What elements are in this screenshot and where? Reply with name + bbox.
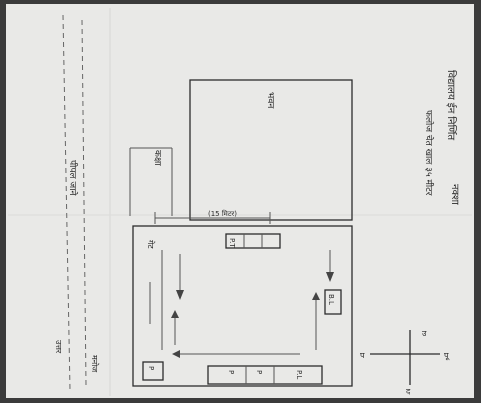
arrow-head xyxy=(312,292,320,300)
box-1-label: P xyxy=(147,366,155,370)
side-box xyxy=(324,289,342,315)
small-box xyxy=(142,361,164,381)
room-1-label: P.T xyxy=(228,238,236,248)
room-row-top xyxy=(225,233,281,249)
arrow-head xyxy=(171,310,179,318)
room-row-bottom xyxy=(207,365,323,385)
main-building-label: भवन xyxy=(265,92,275,109)
note-label: उत्तर xyxy=(54,340,63,354)
compound-outline xyxy=(132,225,353,387)
arrow-head xyxy=(176,290,184,300)
secondary-building-label: कक्षा xyxy=(152,150,162,166)
room-3-label: P xyxy=(255,370,263,374)
arrow-head xyxy=(326,272,334,282)
room-2-label: P xyxy=(227,370,235,374)
arrow-head xyxy=(172,350,180,358)
street-label: पीपल जाने xyxy=(67,160,79,197)
signature-label: मनोज xyxy=(90,355,100,373)
compass-east: पू xyxy=(444,351,451,361)
room-5-label: P.L xyxy=(295,370,303,379)
compass-west: प xyxy=(360,351,365,360)
compass-south: द xyxy=(406,387,411,396)
compass-north: उ xyxy=(422,329,427,338)
title-line-3: नक्शा xyxy=(449,184,460,205)
road-edge-line xyxy=(62,14,71,391)
gate-label: गेट xyxy=(146,240,156,250)
main-building-outline xyxy=(189,79,353,221)
road-edge-line xyxy=(81,19,87,386)
title-line-1: विद्यालय ईन निर्णित xyxy=(445,70,457,140)
box-2-label: B.L xyxy=(327,294,335,305)
title-line-2: फलोज चेत खाल ३५ मीटर xyxy=(423,110,435,196)
measurement-label: (15 मिटर) xyxy=(208,209,237,218)
